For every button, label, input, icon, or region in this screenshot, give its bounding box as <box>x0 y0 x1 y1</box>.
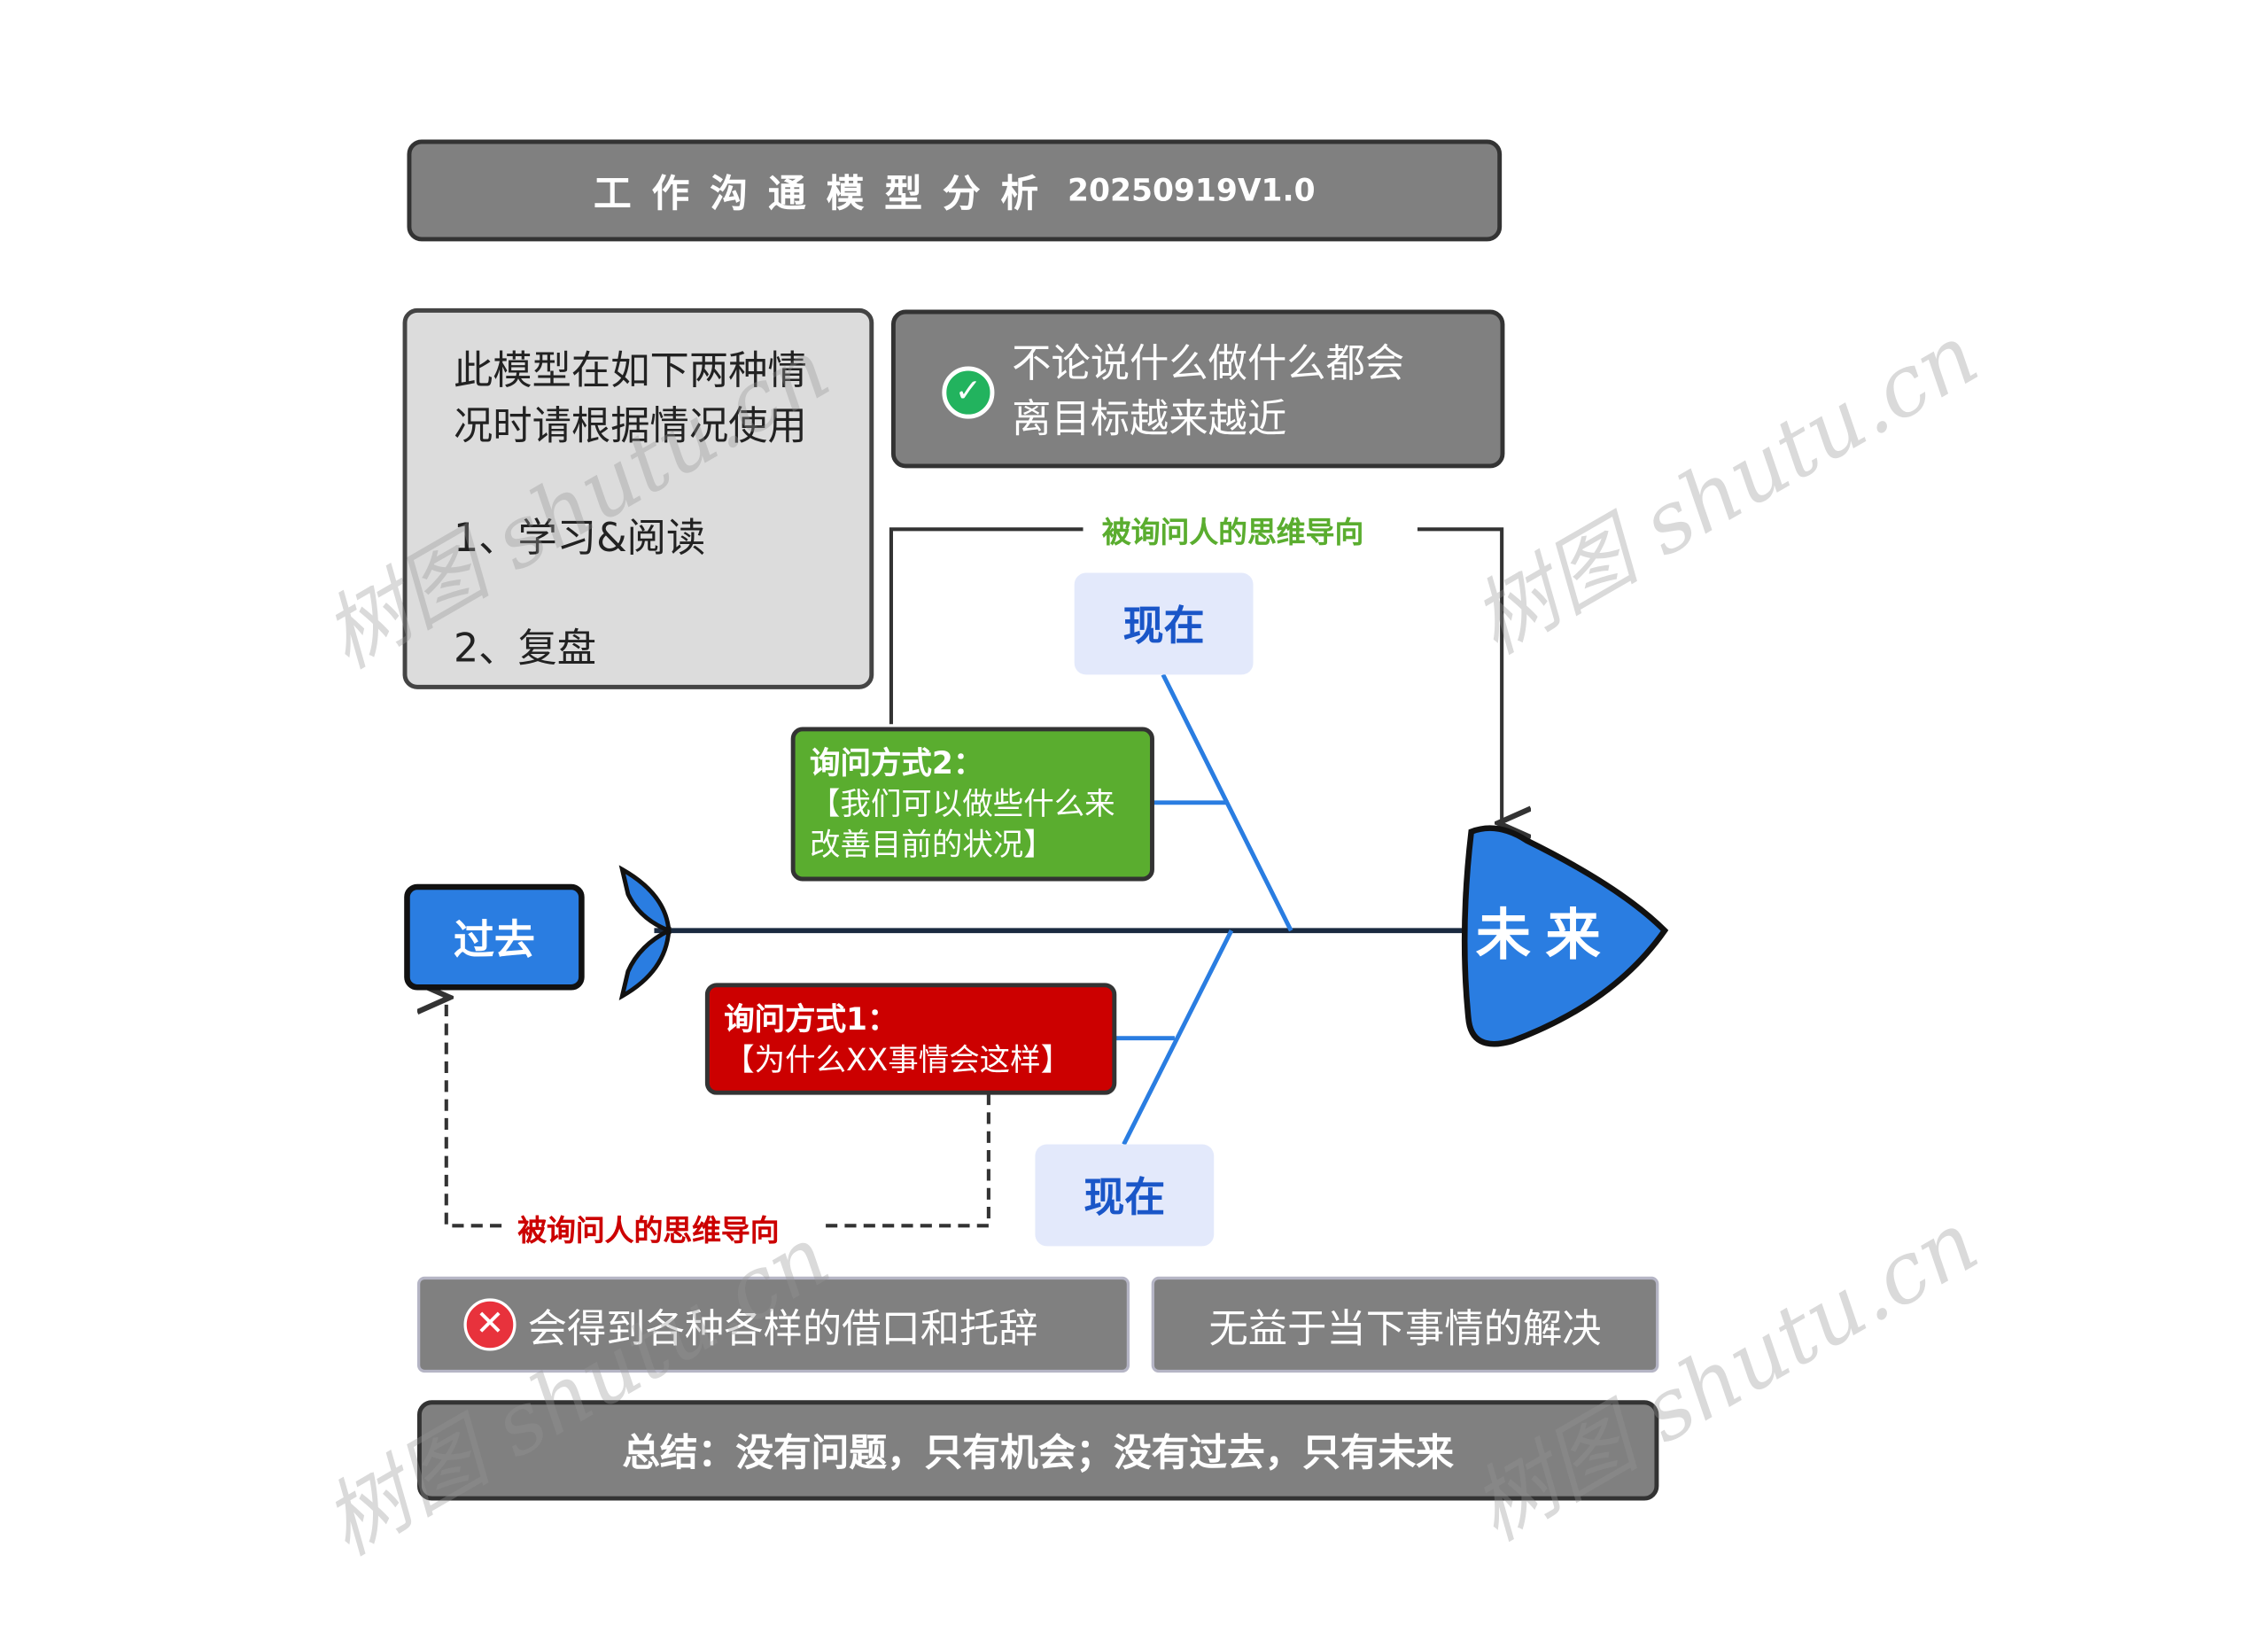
usage-item: 1、学习&阅读 <box>453 516 706 562</box>
usage-line: 况时请根据情况使用 <box>453 404 807 450</box>
bone-bottom <box>1122 929 1234 1146</box>
usage-line: 此模型在如下两种情 <box>453 348 807 394</box>
usage-note: 此模型在如下两种情 况时请根据情况使用 1、学习&阅读 2、复盘 <box>402 307 874 689</box>
bottom-direction-line <box>826 1093 990 1228</box>
x-circle-icon: ✕ <box>463 1298 517 1351</box>
now-top: 现在 <box>1074 572 1254 675</box>
bottom-direction-label: 被询问人的思维导向 <box>517 1207 780 1249</box>
method2-line: 【我们可以做些什么来 <box>810 786 1115 822</box>
bottom-direction-arrow <box>447 998 502 1228</box>
goal-note: ✓ 不论说什么做什么都会 离目标越来越近 <box>890 309 1505 469</box>
goal-line: 不论说什么做什么都会 <box>1012 341 1405 387</box>
method2-title: 询问方式2： <box>810 745 984 782</box>
goal-line: 离目标越来越近 <box>1012 396 1287 442</box>
past-box: 过去 <box>404 883 585 991</box>
title-text: 工作沟通模型分析 <box>594 172 1060 216</box>
method2-box: 询问方式2： 【我们可以做些什么来 改善目前的状况】 <box>790 727 1154 882</box>
summary-text: 总结：没有问题，只有机会；没有过去，只有未来 <box>622 1432 1454 1476</box>
method2-line: 改善目前的状况】 <box>810 827 1054 863</box>
check-circle-icon: ✓ <box>942 366 995 419</box>
consequence-box: ✕ 会得到各种各样的借口和托辞 <box>416 1276 1130 1373</box>
method1-title: 询问方式1： <box>724 1001 898 1038</box>
top-direction-line <box>889 527 1084 725</box>
method1-box: 询问方式1： 【为什么XX事情会这样】 <box>704 983 1117 1095</box>
title-version: 20250919V1.0 <box>1068 173 1316 208</box>
summary-box: 总结：没有问题，只有机会；没有过去，只有未来 <box>416 1400 1659 1501</box>
fish-tail-icon <box>618 865 672 1001</box>
fish-head <box>1461 825 1669 1047</box>
future-label: 未来 <box>1475 903 1616 968</box>
usage-item: 2、复盘 <box>453 626 597 673</box>
now-bottom: 现在 <box>1035 1144 1215 1247</box>
top-direction-arrow <box>1417 527 1502 822</box>
consequence2-box: 无益于当下事情的解决 <box>1151 1276 1659 1373</box>
consequence-text: 会得到各种各样的借口和托辞 <box>527 1306 1038 1352</box>
page-title: 工作沟通模型分析 20250919V1.0 <box>407 139 1503 242</box>
top-direction-label: 被询问人的思维导向 <box>1101 509 1364 551</box>
method1-line: 【为什么XX事情会这样】 <box>724 1042 1072 1077</box>
consequence2-text: 无益于当下事情的解决 <box>1208 1306 1602 1352</box>
